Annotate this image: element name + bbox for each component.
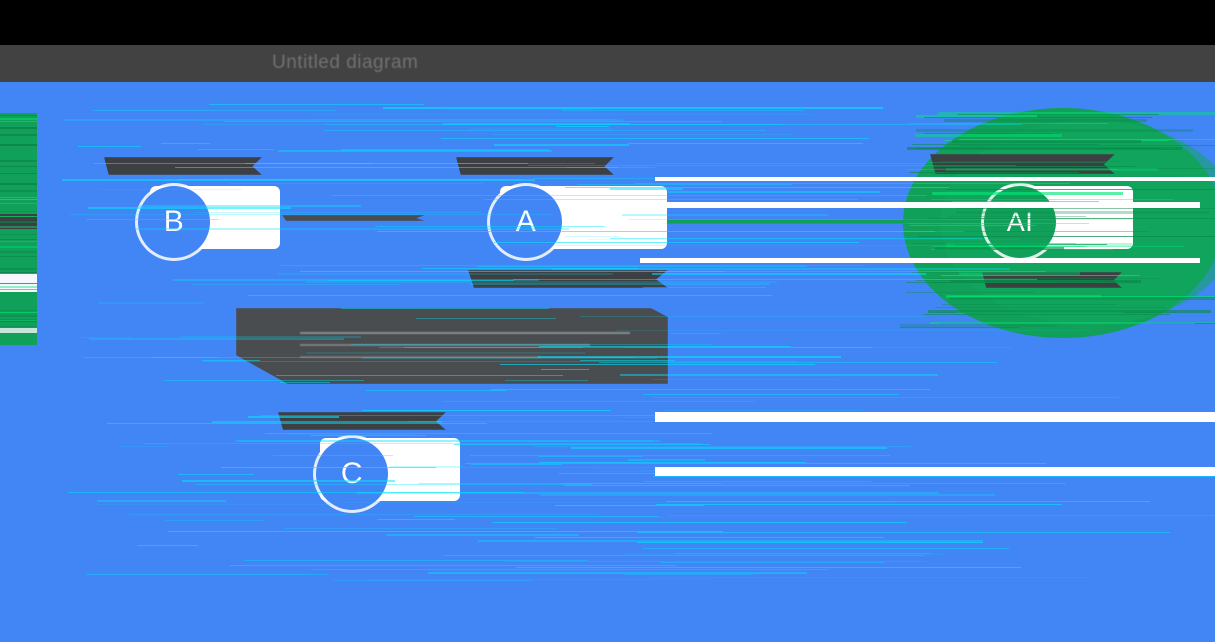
middle-text-line-2 (300, 344, 590, 346)
left-edge-panel[interactable] (0, 113, 37, 345)
node-ai-badge[interactable]: AI (984, 186, 1056, 258)
middle-text-line-3 (300, 356, 540, 358)
node-c-badge[interactable]: C (316, 438, 388, 510)
middle-text-block (236, 308, 668, 384)
toolbar-title: Untitled diagram (272, 52, 419, 73)
title-bar (0, 0, 1215, 45)
left-edge-gap (0, 273, 37, 292)
node-b-title (104, 157, 262, 175)
node-b-badge[interactable]: B (138, 186, 210, 258)
left-edge-gap-2 (0, 328, 37, 333)
toolbar[interactable] (0, 45, 1215, 82)
diagram-canvas[interactable]: B A C AI (0, 82, 1215, 642)
node-a-subtitle (468, 270, 668, 288)
node-a-title (456, 157, 614, 175)
node-c-title (278, 412, 446, 430)
node-ai-title (930, 154, 1115, 174)
edge-a-to-ai[interactable] (645, 220, 1005, 224)
node-a-badge[interactable]: A (490, 186, 562, 258)
node-b-subtitle (282, 215, 425, 221)
node-ai-subtitle (982, 272, 1122, 288)
middle-text-line-1 (300, 332, 630, 334)
left-edge-label-smear (0, 214, 37, 229)
